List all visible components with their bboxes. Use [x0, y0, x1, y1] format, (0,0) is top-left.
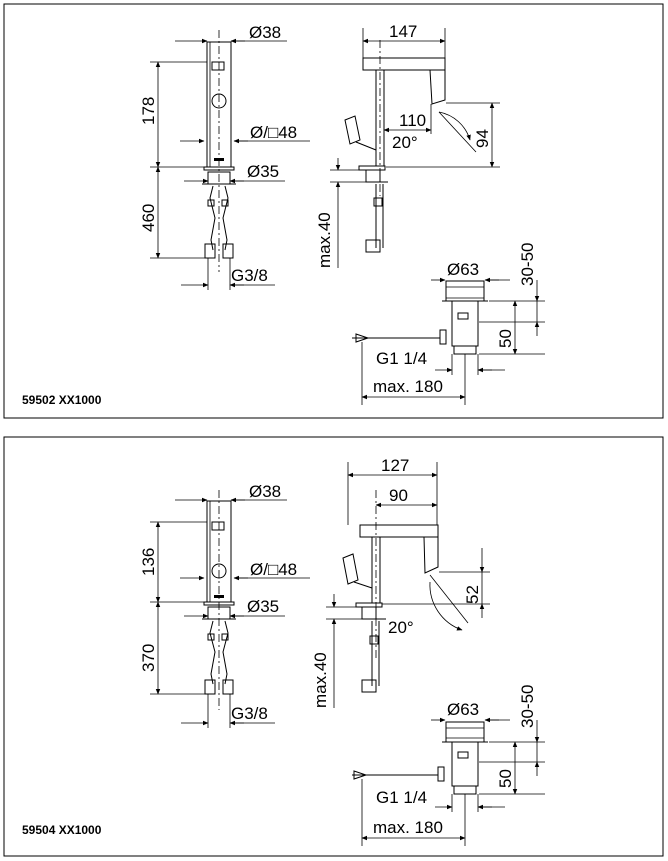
drain-view: Ø63 30-50 50 G1 1/4 max. 180 [352, 685, 545, 846]
drain-view: Ø63 30-50 50 G1 1/4 max. 180 [352, 243, 545, 405]
supply-hoses [209, 185, 229, 251]
dim-range-30-50: 30-50 [518, 685, 537, 728]
dim-diameter-63: Ø63 [447, 260, 479, 279]
dim-diameter-48: Ø/□48 [250, 123, 297, 142]
dim-diameter-35: Ø35 [247, 162, 279, 181]
dim-reach: 147 [389, 22, 417, 41]
panel-frame [3, 3, 664, 419]
dim-spout-height: 94 [473, 129, 492, 148]
dim-diameter-48: Ø/□48 [250, 560, 297, 579]
dim-thread-g114: G1 1/4 [376, 788, 427, 807]
dim-max40: max.40 [315, 212, 334, 268]
drain-body [451, 741, 479, 787]
dim-thread-g38: G3/8 [231, 266, 268, 285]
drain-cap [445, 721, 485, 743]
dim-height-50: 50 [496, 769, 515, 788]
dim-max-180: max. 180 [373, 818, 443, 837]
side-view: 127 90 20° 52 max.40 [311, 456, 490, 708]
dim-height-bottom: 460 [139, 204, 158, 232]
spout [359, 524, 439, 538]
drain-body [451, 300, 479, 347]
dim-height-50: 50 [496, 329, 515, 348]
lever-slot [211, 521, 225, 531]
dim-angle: 20° [392, 133, 418, 152]
dim-diameter-38: Ø38 [249, 23, 281, 42]
product-code: 59502 XX1000 [22, 393, 102, 407]
dim-spout: 90 [389, 486, 408, 505]
dim-reach: 127 [381, 456, 409, 475]
dim-height-top: 136 [139, 548, 158, 576]
lever-handle [342, 553, 359, 585]
dim-max-180: max. 180 [373, 377, 443, 396]
dim-range-30-50: 30-50 [518, 243, 537, 286]
dim-thread-g38: G3/8 [231, 704, 268, 723]
spout [362, 57, 446, 71]
dim-spout-height: 52 [463, 585, 482, 604]
side-view: 147 110 20° 94 max.40 [315, 22, 500, 268]
supply-hoses [209, 620, 229, 685]
lever-slot [211, 61, 225, 71]
dim-thread-g114: G1 1/4 [376, 349, 427, 368]
dim-diameter-38: Ø38 [249, 482, 281, 501]
panel-59502: Ø38 178 460 Ø/□48 Ø35 G3/8 [3, 3, 664, 419]
panel-frame [3, 436, 664, 857]
dim-spout: 110 [399, 111, 426, 130]
panel-59504: Ø38 136 370 Ø/□48 Ø35 G3/8 [3, 436, 664, 857]
dim-diameter-35: Ø35 [247, 597, 279, 616]
dim-height-bottom: 370 [139, 644, 158, 672]
front-view: Ø38 178 460 Ø/□48 Ø35 G3/8 [139, 23, 310, 290]
dim-height-top: 178 [139, 97, 158, 125]
lever-handle [344, 115, 361, 145]
product-code: 59504 XX1000 [22, 823, 102, 837]
dim-max40: max.40 [311, 652, 330, 708]
brand-mark [214, 595, 224, 598]
front-view: Ø38 136 370 Ø/□48 Ø35 G3/8 [139, 482, 310, 728]
dim-angle: 20° [388, 618, 414, 637]
dim-diameter-63: Ø63 [447, 700, 479, 719]
